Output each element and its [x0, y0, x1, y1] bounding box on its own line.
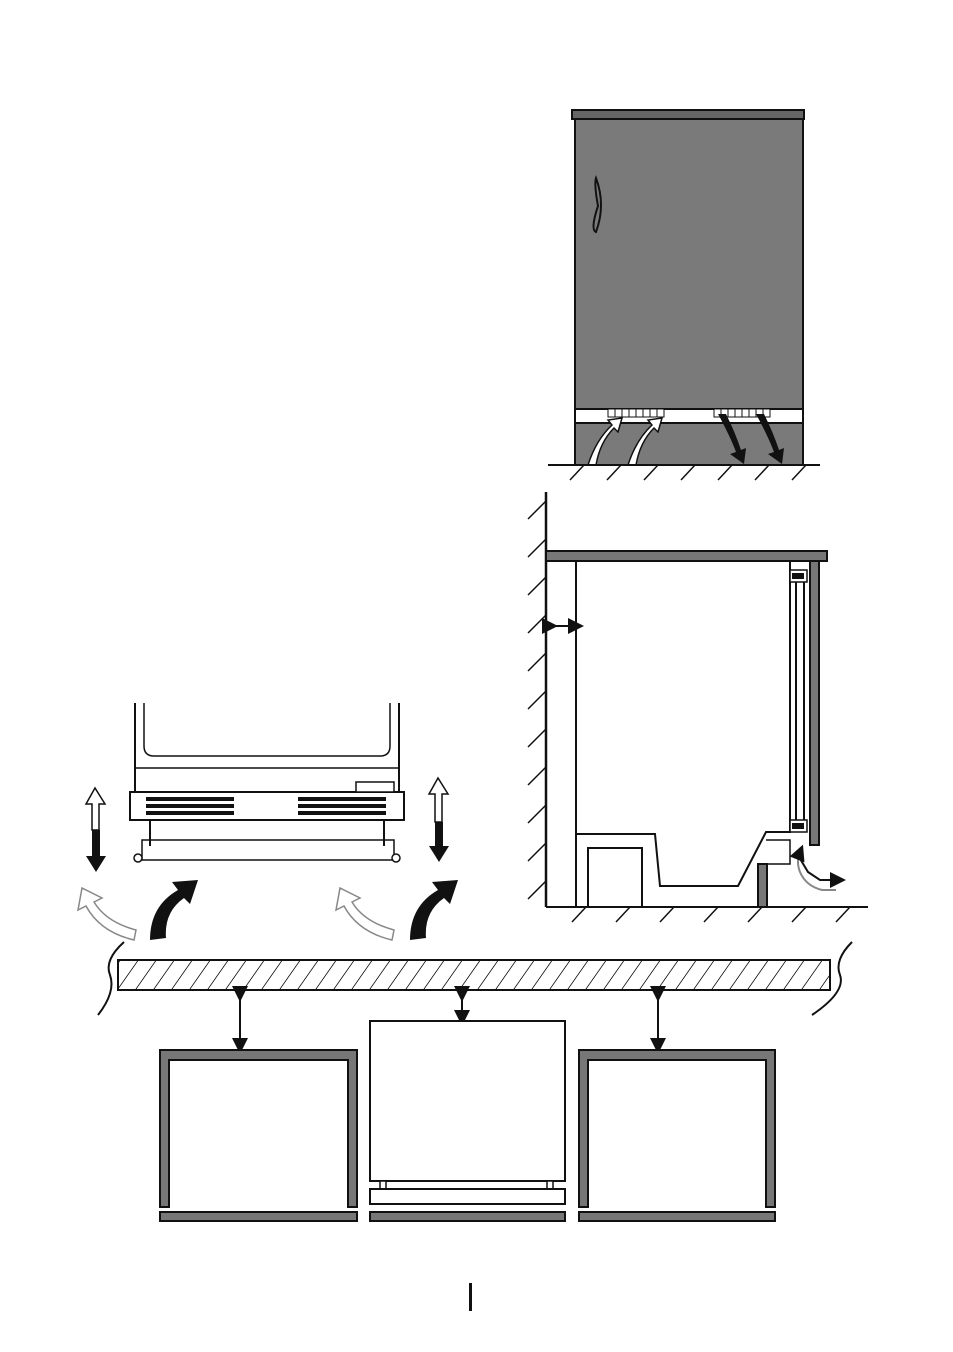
cabinet-right — [579, 1050, 775, 1207]
worktop-clearance-detail — [98, 942, 852, 1221]
built-in-side-section — [528, 492, 868, 922]
worktop-slab — [118, 960, 830, 990]
cabinet-right-base — [579, 1212, 775, 1221]
wall-hatch — [528, 501, 546, 899]
airflow-arrow-icon — [336, 888, 394, 940]
plinth-grille-right — [298, 797, 386, 815]
plinth-section — [758, 864, 767, 907]
cabinet-left — [160, 1050, 357, 1207]
airflow-arrow-icon — [410, 880, 458, 940]
appliance-lower-body — [135, 703, 399, 792]
door-panel — [810, 561, 819, 845]
plinth-airflow-detail — [78, 703, 458, 940]
adjust-arrow-icon — [86, 788, 106, 872]
appliance-plinth — [370, 1189, 565, 1204]
page-marker — [469, 1283, 472, 1311]
adjust-arrow-icon — [429, 778, 449, 862]
refrigerator-front-view — [548, 110, 820, 480]
cabinet-door — [575, 119, 803, 409]
vent-grille-left — [608, 409, 664, 417]
floor-hatch — [570, 465, 806, 480]
airflow-arrow-icon — [798, 852, 836, 890]
appliance-body — [576, 561, 790, 886]
worktop — [546, 551, 827, 561]
middle-base — [370, 1212, 565, 1221]
cabinet-left-base — [160, 1212, 357, 1221]
plinth-grille-left — [146, 797, 234, 815]
floor-hatch — [572, 907, 850, 922]
compressor — [588, 848, 642, 907]
airflow-arrow-icon — [150, 880, 198, 940]
appliance-front — [370, 1021, 565, 1181]
airflow-arrow-icon — [78, 888, 136, 940]
cabinet-top — [572, 110, 804, 119]
